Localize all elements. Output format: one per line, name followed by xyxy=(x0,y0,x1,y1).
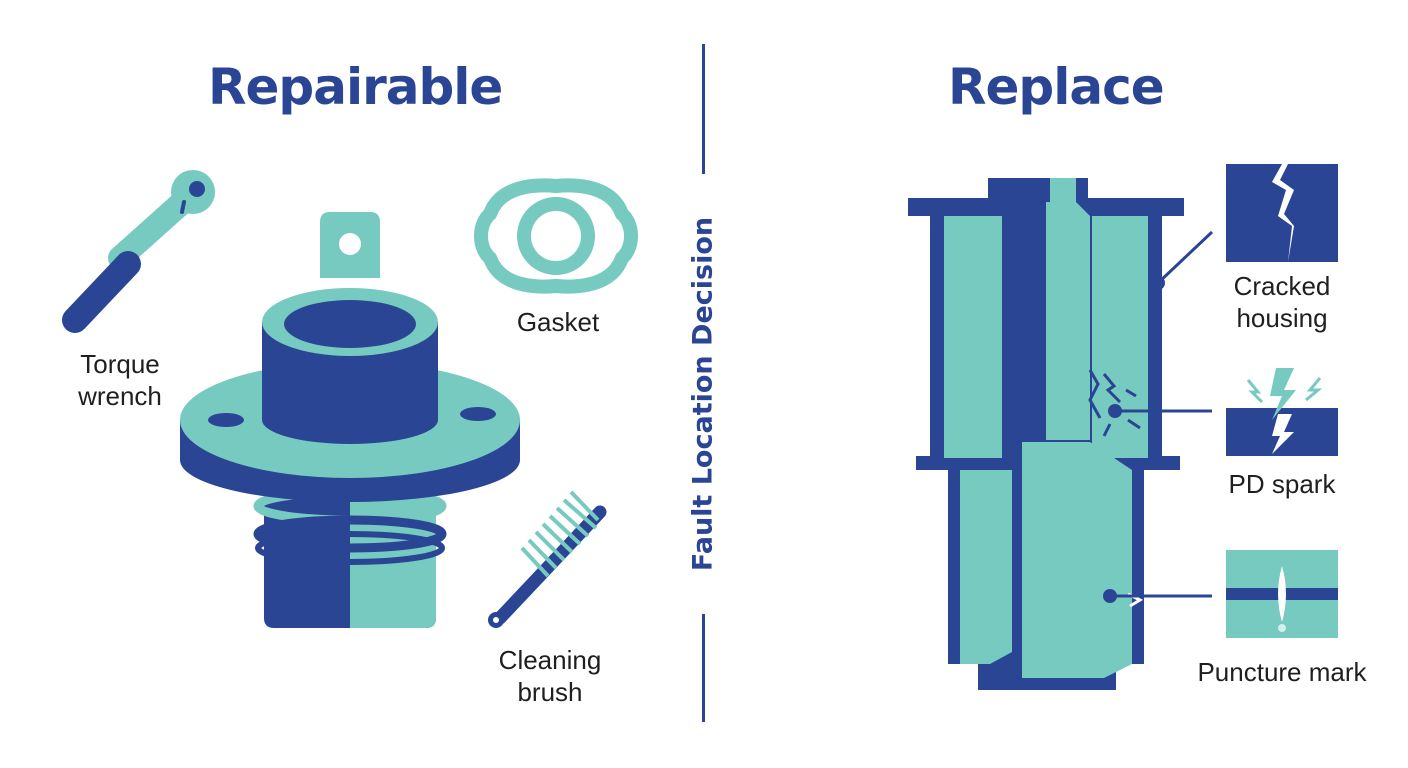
cleaning-brush-icon xyxy=(488,490,607,628)
cleaning-brush-label-line1: Cleaning xyxy=(498,645,602,675)
torque-wrench-icon xyxy=(62,170,215,333)
divider-line-bottom xyxy=(702,614,705,722)
divider-line-top xyxy=(702,44,705,174)
cleaning-brush-label-line2: brush xyxy=(517,677,583,707)
bushing-cutaway-icon xyxy=(908,178,1214,690)
puncture-mark-icon xyxy=(1226,550,1338,638)
replace-heading: Replace xyxy=(948,58,1165,116)
gasket-label: Gasket xyxy=(516,307,600,337)
repairable-heading: Repairable xyxy=(208,58,503,116)
cracked-housing-icon xyxy=(1226,164,1338,262)
pd-spark-icon xyxy=(1226,368,1338,456)
cracked-housing-label: Cracked housing xyxy=(1222,270,1342,334)
torque-wrench-label-line2: wrench xyxy=(78,381,162,411)
torque-wrench-label: Torque wrench xyxy=(70,348,170,412)
torque-wrench-label-line1: Torque xyxy=(80,349,160,379)
bushing-component-icon xyxy=(180,212,520,628)
cracked-housing-label-line2: housing xyxy=(1236,303,1328,333)
cracked-housing-label-line1: Cracked xyxy=(1233,271,1331,301)
pd-spark-label: PD spark xyxy=(1228,469,1336,499)
gasket-icon xyxy=(474,178,638,294)
fault-location-decision-label: Fault Location Decision xyxy=(687,216,719,572)
cleaning-brush-label: Cleaning brush xyxy=(480,644,620,708)
puncture-mark-label: Puncture mark xyxy=(1197,657,1367,687)
